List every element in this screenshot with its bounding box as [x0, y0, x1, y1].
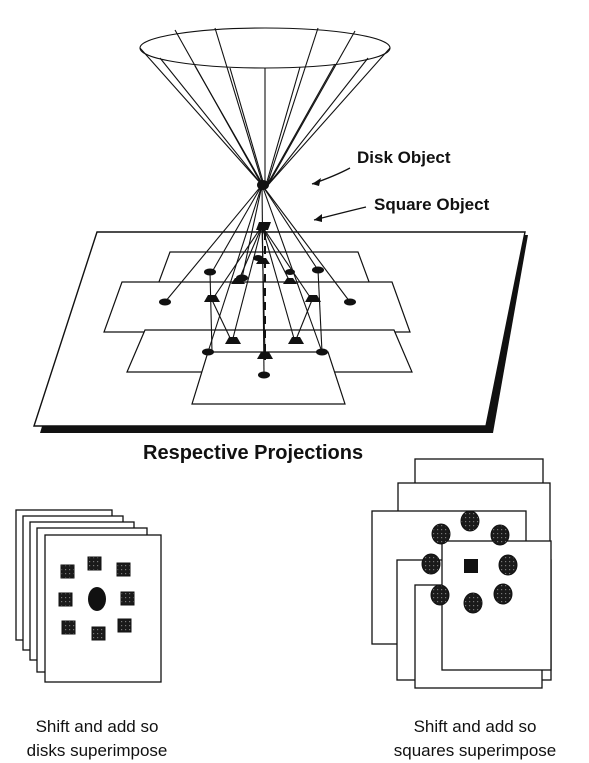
- disk-arrow-head: [312, 178, 321, 186]
- disk-object-label: Disk Object: [357, 148, 451, 167]
- right-caption-line1: Shift and add so: [414, 717, 537, 736]
- left-superimposed-disk: [88, 587, 106, 611]
- projection-frames: [103, 251, 413, 405]
- square-object-icon: [256, 222, 271, 230]
- right-superimposed-square: [464, 559, 478, 573]
- left-caption-line2: disks superimpose: [27, 741, 168, 760]
- left-spread-squares: [58, 556, 135, 641]
- square-arrow-head: [314, 214, 322, 222]
- square-object-label: Square Object: [374, 195, 490, 214]
- right-caption-line2: squares superimpose: [394, 741, 557, 760]
- disk-object-icon: [257, 180, 269, 190]
- right-spread-disks: [421, 510, 518, 614]
- projected-squares: [204, 258, 321, 359]
- projected-disks: [159, 255, 356, 379]
- shifted-projections-right: [371, 458, 552, 689]
- source-cone-icon: [139, 27, 391, 186]
- left-caption-line1: Shift and add so: [36, 717, 159, 736]
- projection-rays: [164, 184, 351, 375]
- respective-projections-label: Respective Projections: [143, 442, 363, 464]
